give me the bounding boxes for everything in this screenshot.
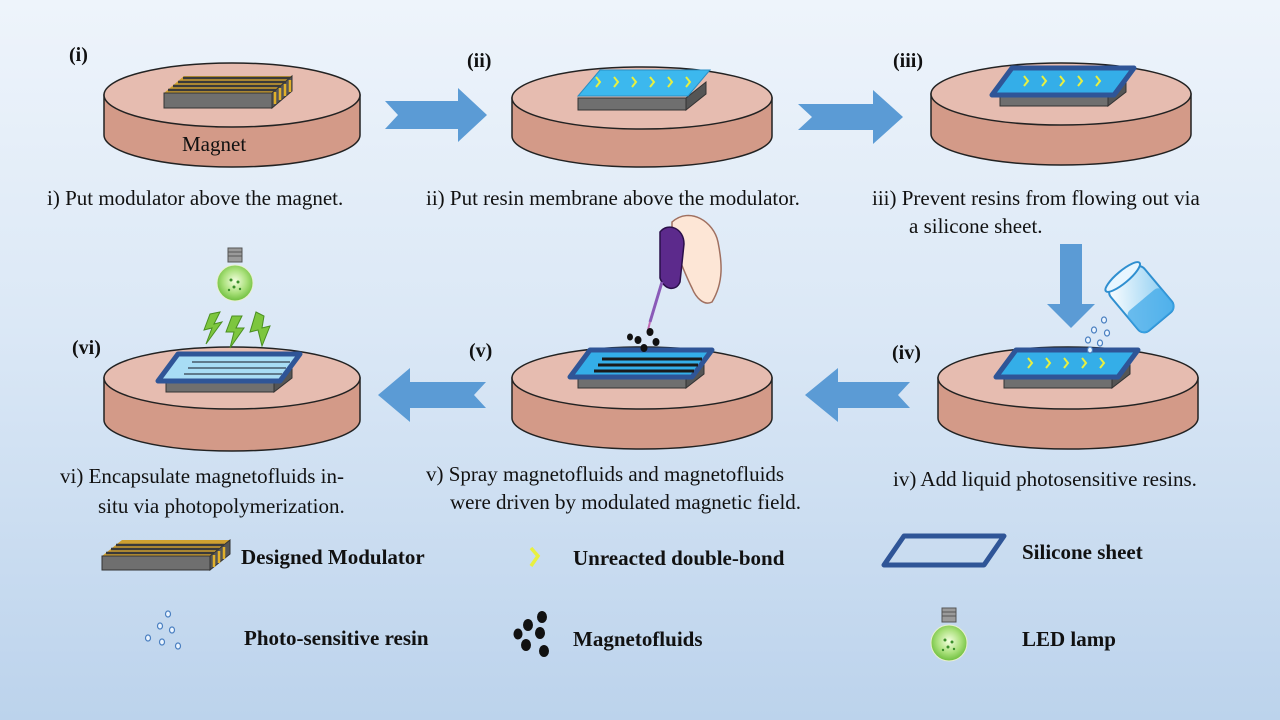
legend-label-resin: Photo-sensitive resin	[244, 626, 429, 650]
step-label-ii: (ii)	[467, 50, 492, 72]
flow-arrow-iv-to-v	[805, 368, 910, 422]
resin-membrane-ii	[576, 69, 712, 112]
legend-label-magnetofluids: Magnetofluids	[573, 627, 703, 651]
step-label-i: (i)	[69, 44, 88, 66]
caption-i: i) Put modulator above the magnet.	[47, 186, 344, 210]
caption-iii-line1: iii) Prevent resins from flowing out via	[872, 186, 1200, 210]
legend-double-bond-icon	[529, 546, 541, 568]
silicone-assembly-iii	[989, 65, 1137, 108]
step-label-iii: (iii)	[893, 50, 923, 72]
flow-arrow-v-to-vi	[378, 368, 486, 422]
legend-modulator-icon	[101, 538, 231, 572]
silicone-assembly-vi	[155, 351, 303, 394]
legend-magnetofluids-icon	[513, 611, 549, 657]
step-label-v: (v)	[469, 340, 493, 362]
led-lamp-icon-vi	[216, 247, 254, 302]
resin-droplets-pour	[1084, 316, 1111, 354]
flow-arrow-ii-to-iii	[798, 90, 903, 144]
modulator-i	[163, 74, 293, 110]
magnet-label: Magnet	[182, 132, 247, 156]
caption-iii-line2: a silicone sheet.	[909, 214, 1043, 238]
legend-silicone-icon	[881, 533, 1007, 568]
beaker-icon	[1104, 261, 1175, 334]
silicone-assembly-v	[567, 347, 715, 390]
caption-v-line2: were driven by modulated magnetic field.	[450, 490, 802, 514]
magnet-cylinder-v	[511, 346, 773, 450]
magnet-cylinder-i	[103, 62, 361, 168]
caption-iv: iv) Add liquid photosensitive resins.	[893, 467, 1197, 491]
silicone-assembly-iv	[993, 347, 1141, 390]
step-label-vi: (vi)	[72, 337, 101, 359]
caption-vi-line1: vi) Encapsulate magnetofluids in-	[60, 464, 345, 488]
legend-label-silicone: Silicone sheet	[1022, 540, 1143, 564]
legend-led-lamp-icon	[930, 607, 968, 662]
magnetofluid-droplets-spray	[627, 328, 660, 352]
caption-vi-line2: situ via photopolymerization.	[98, 494, 345, 518]
flow-arrow-iii-to-iv	[1047, 244, 1095, 328]
legend-label-double-bond: Unreacted double-bond	[573, 546, 785, 570]
caption-v-line1: v) Spray magnetofluids and magnetofluids	[426, 462, 785, 486]
light-bolts	[203, 311, 271, 349]
caption-ii: ii) Put resin membrane above the modulat…	[426, 186, 800, 210]
step-label-iv: (iv)	[892, 342, 921, 364]
legend-label-led: LED lamp	[1022, 627, 1116, 651]
legend-resin-icon	[144, 610, 182, 650]
spray-hand-icon	[647, 214, 722, 331]
legend-label-modulator: Designed Modulator	[241, 545, 425, 569]
flow-arrow-i-to-ii	[385, 88, 487, 142]
